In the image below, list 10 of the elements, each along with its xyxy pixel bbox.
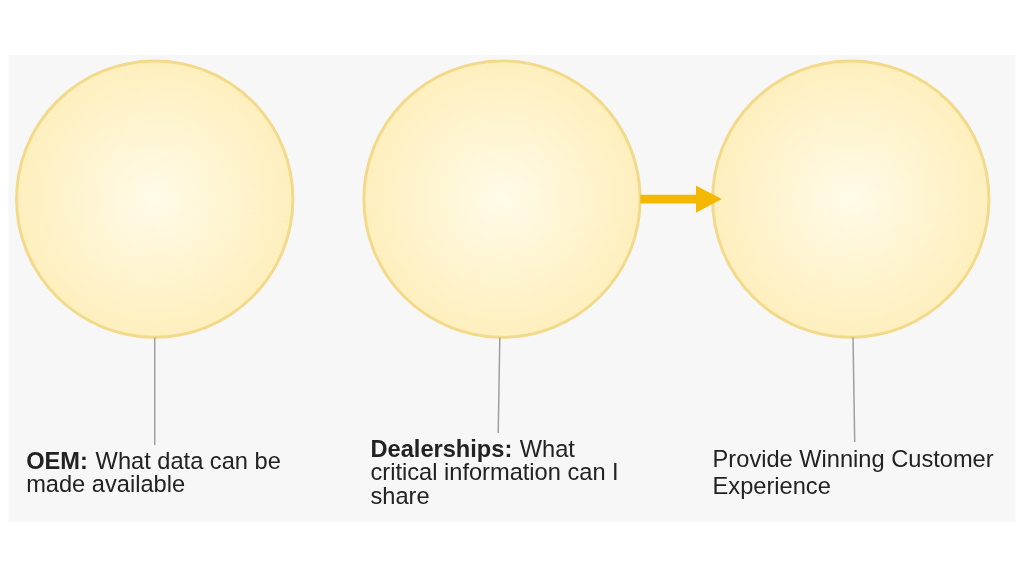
arrow (640, 185, 722, 213)
node-circle (711, 58, 991, 339)
connector (497, 336, 501, 434)
connector (154, 336, 156, 446)
node-text: Dealerships: What critical information can I share (370, 435, 619, 509)
node-circle (362, 58, 642, 339)
node-text: Provide Winning Customer Experience (712, 445, 994, 499)
node-circle (15, 58, 295, 339)
node-text: OEM: What data can be made available (26, 447, 281, 497)
connector (852, 336, 856, 443)
